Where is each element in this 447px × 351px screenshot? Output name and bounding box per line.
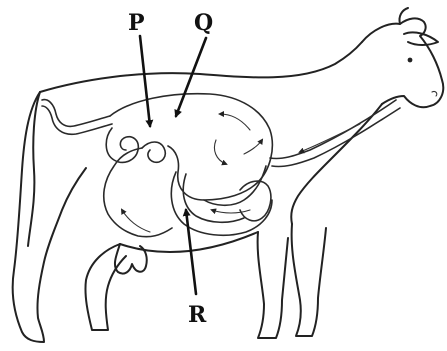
digestive-tract [42, 94, 400, 237]
flow-arrow-intestine [122, 210, 150, 232]
label-q: Q [194, 10, 213, 36]
omasum [240, 181, 271, 221]
cow-hind-leg-2 [13, 92, 86, 342]
label-p: P [128, 10, 145, 36]
cow-nostril [432, 91, 437, 96]
caecum [142, 142, 165, 162]
cow-udder [115, 244, 147, 274]
cow-head [362, 18, 443, 107]
cow-eye [408, 58, 413, 63]
rectum-wall [42, 106, 112, 134]
flow-arrow-rumen-top [220, 114, 250, 130]
cow-outline [13, 8, 444, 342]
pointer-q [176, 38, 206, 116]
label-r: R [188, 302, 207, 328]
flow-arrow-abomasum [212, 210, 250, 213]
flow-arrow-rumen-loop [214, 140, 226, 164]
flow-arrow-rumen-back [244, 140, 262, 154]
cow-front-leg-2 [258, 232, 288, 338]
cow-neck [291, 104, 382, 224]
cow-front-leg-1 [292, 224, 326, 336]
rectum [42, 100, 110, 127]
food-flow-arrows [122, 114, 360, 232]
cow-hind-leg-1 [85, 244, 126, 330]
pointer-p [140, 36, 150, 126]
